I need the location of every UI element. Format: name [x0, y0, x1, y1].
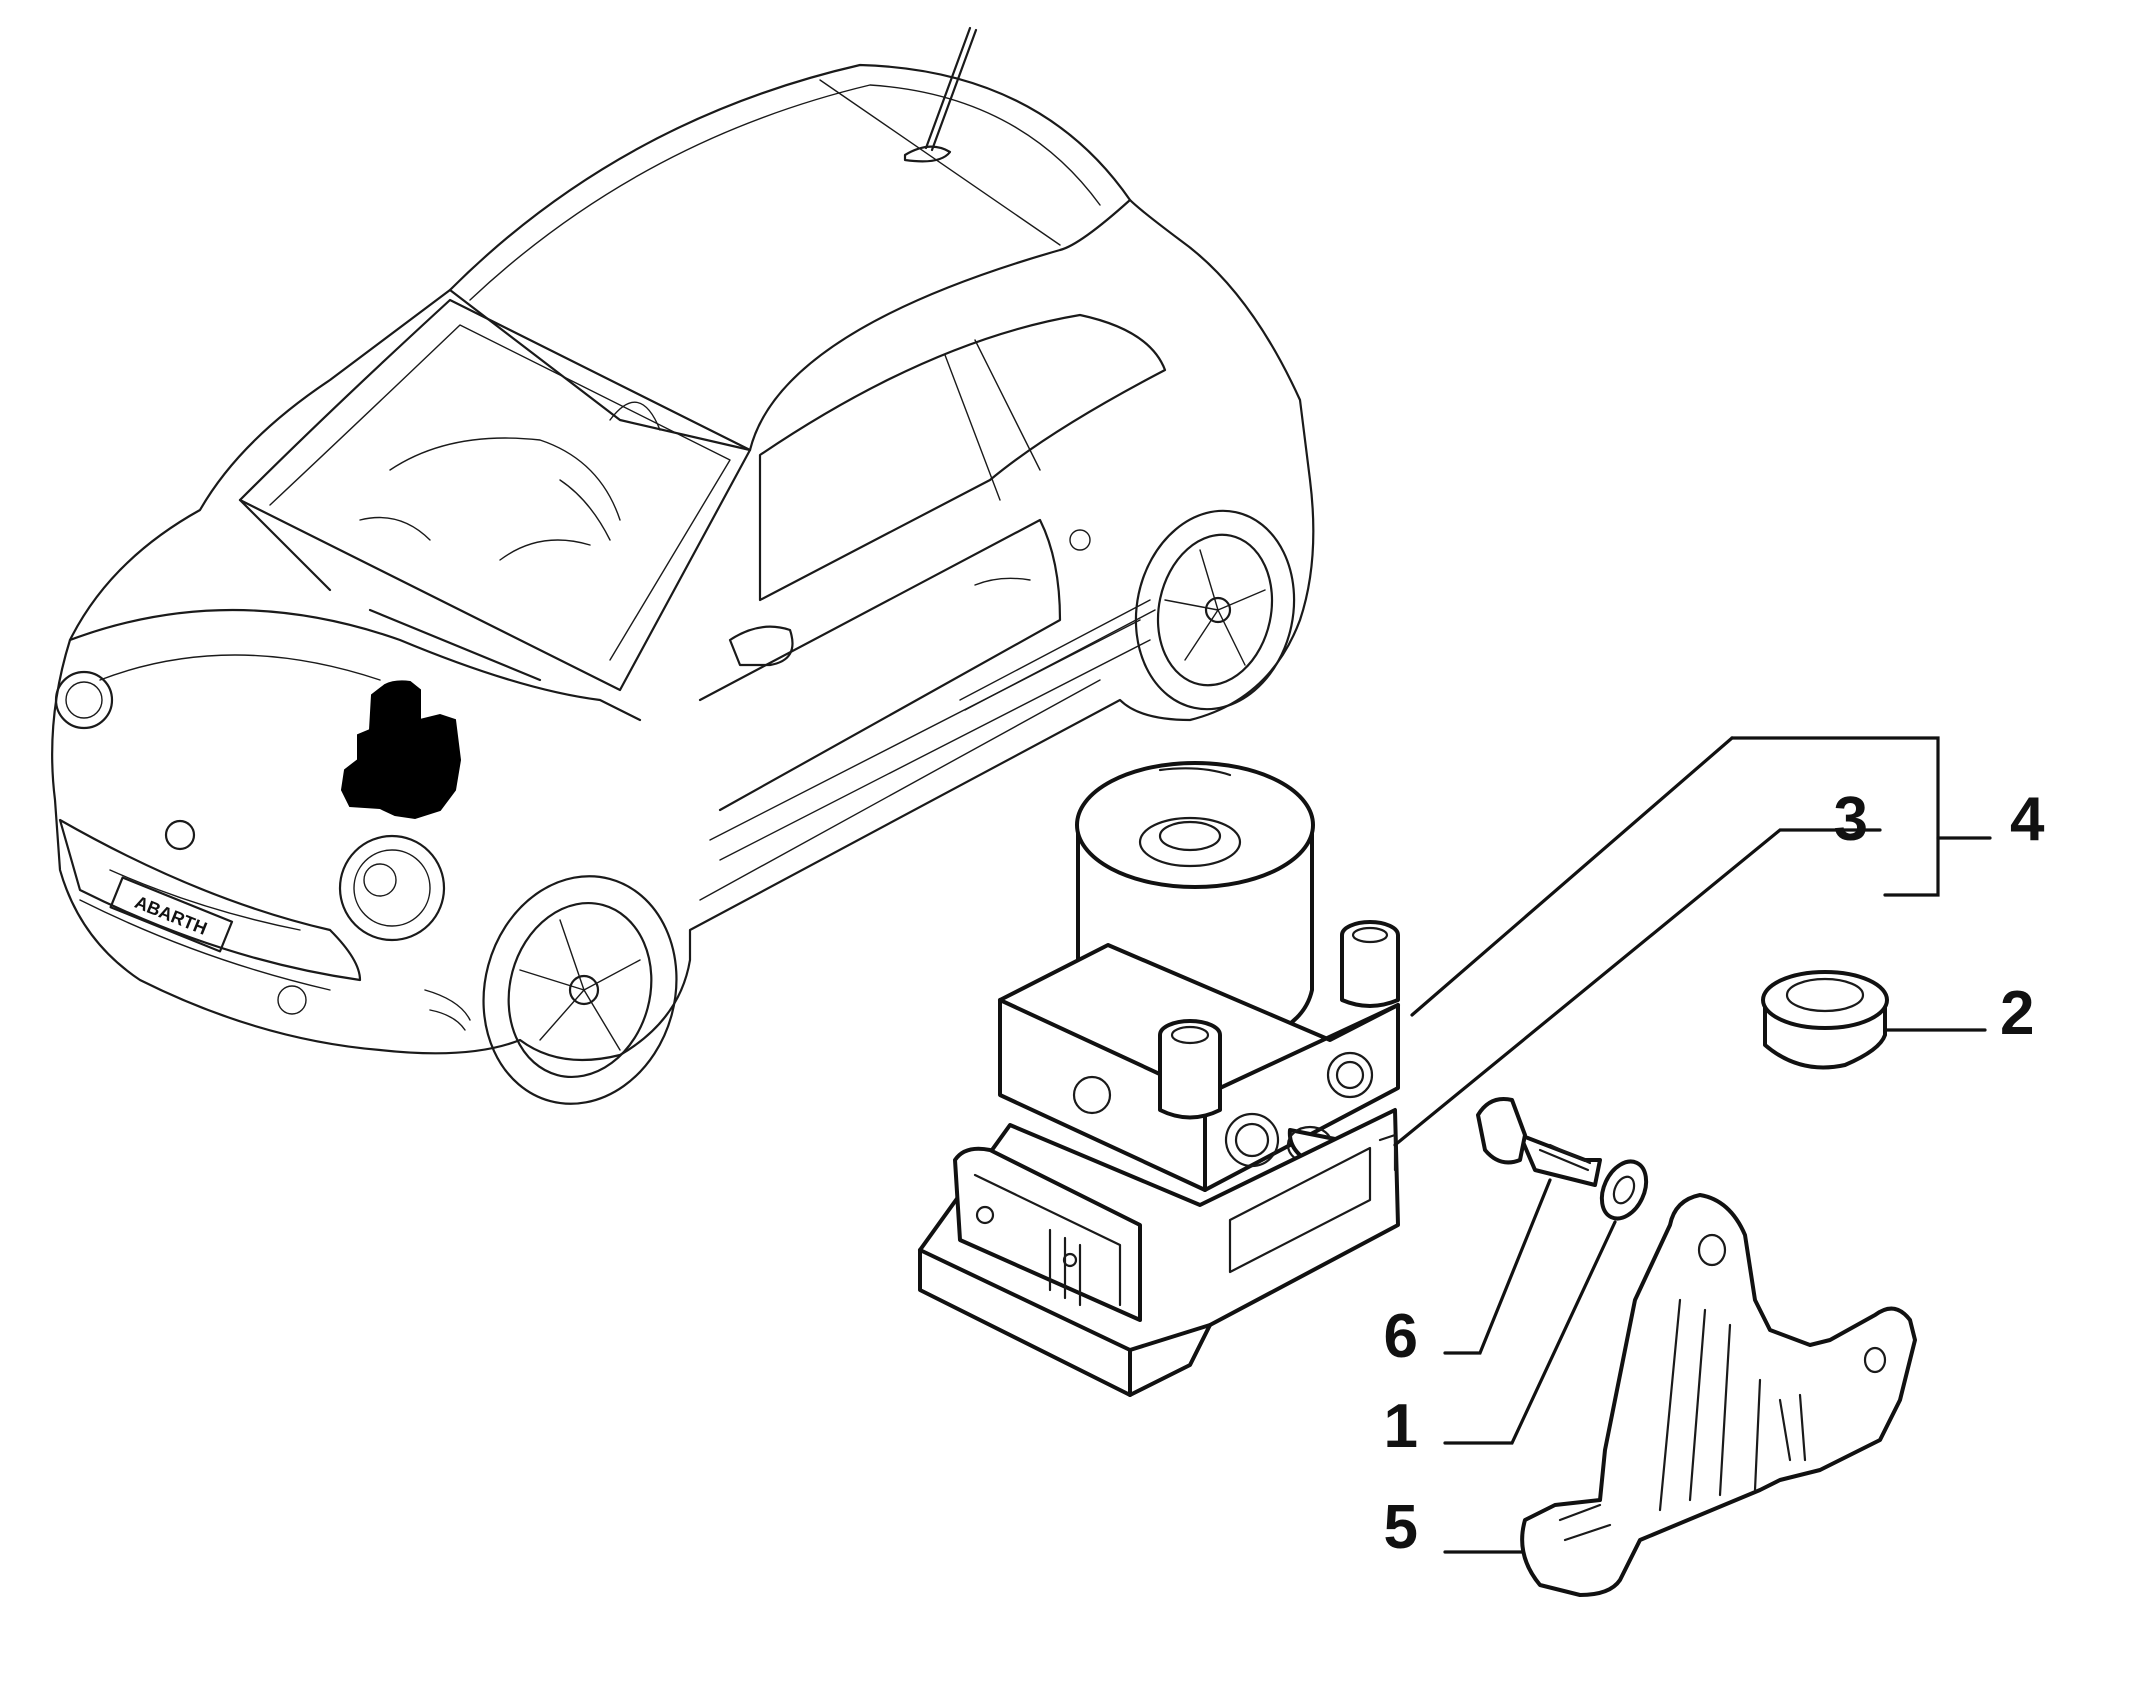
callout-1: 1 — [1384, 1392, 1418, 1461]
callout-5: 5 — [1384, 1493, 1418, 1562]
grommet-part — [1761, 970, 1889, 1070]
callout-6: 6 — [1384, 1302, 1418, 1371]
callout-3: 3 — [1834, 785, 1868, 854]
abs-modulator-assembly — [918, 761, 1400, 1397]
washer-part — [1599, 1159, 1649, 1221]
bracket-part — [1520, 1193, 1917, 1597]
callout-labels: 1 2 3 4 5 6 — [1384, 785, 2045, 1562]
callout-2: 2 — [2000, 979, 2034, 1048]
leader-lines — [1393, 736, 1992, 1554]
bolt-part — [1476, 1097, 1602, 1187]
abs-location-highlight — [340, 680, 462, 820]
callout-4: 4 — [2010, 785, 2045, 854]
car-illustration: ABARTH — [51, 26, 1315, 1105]
